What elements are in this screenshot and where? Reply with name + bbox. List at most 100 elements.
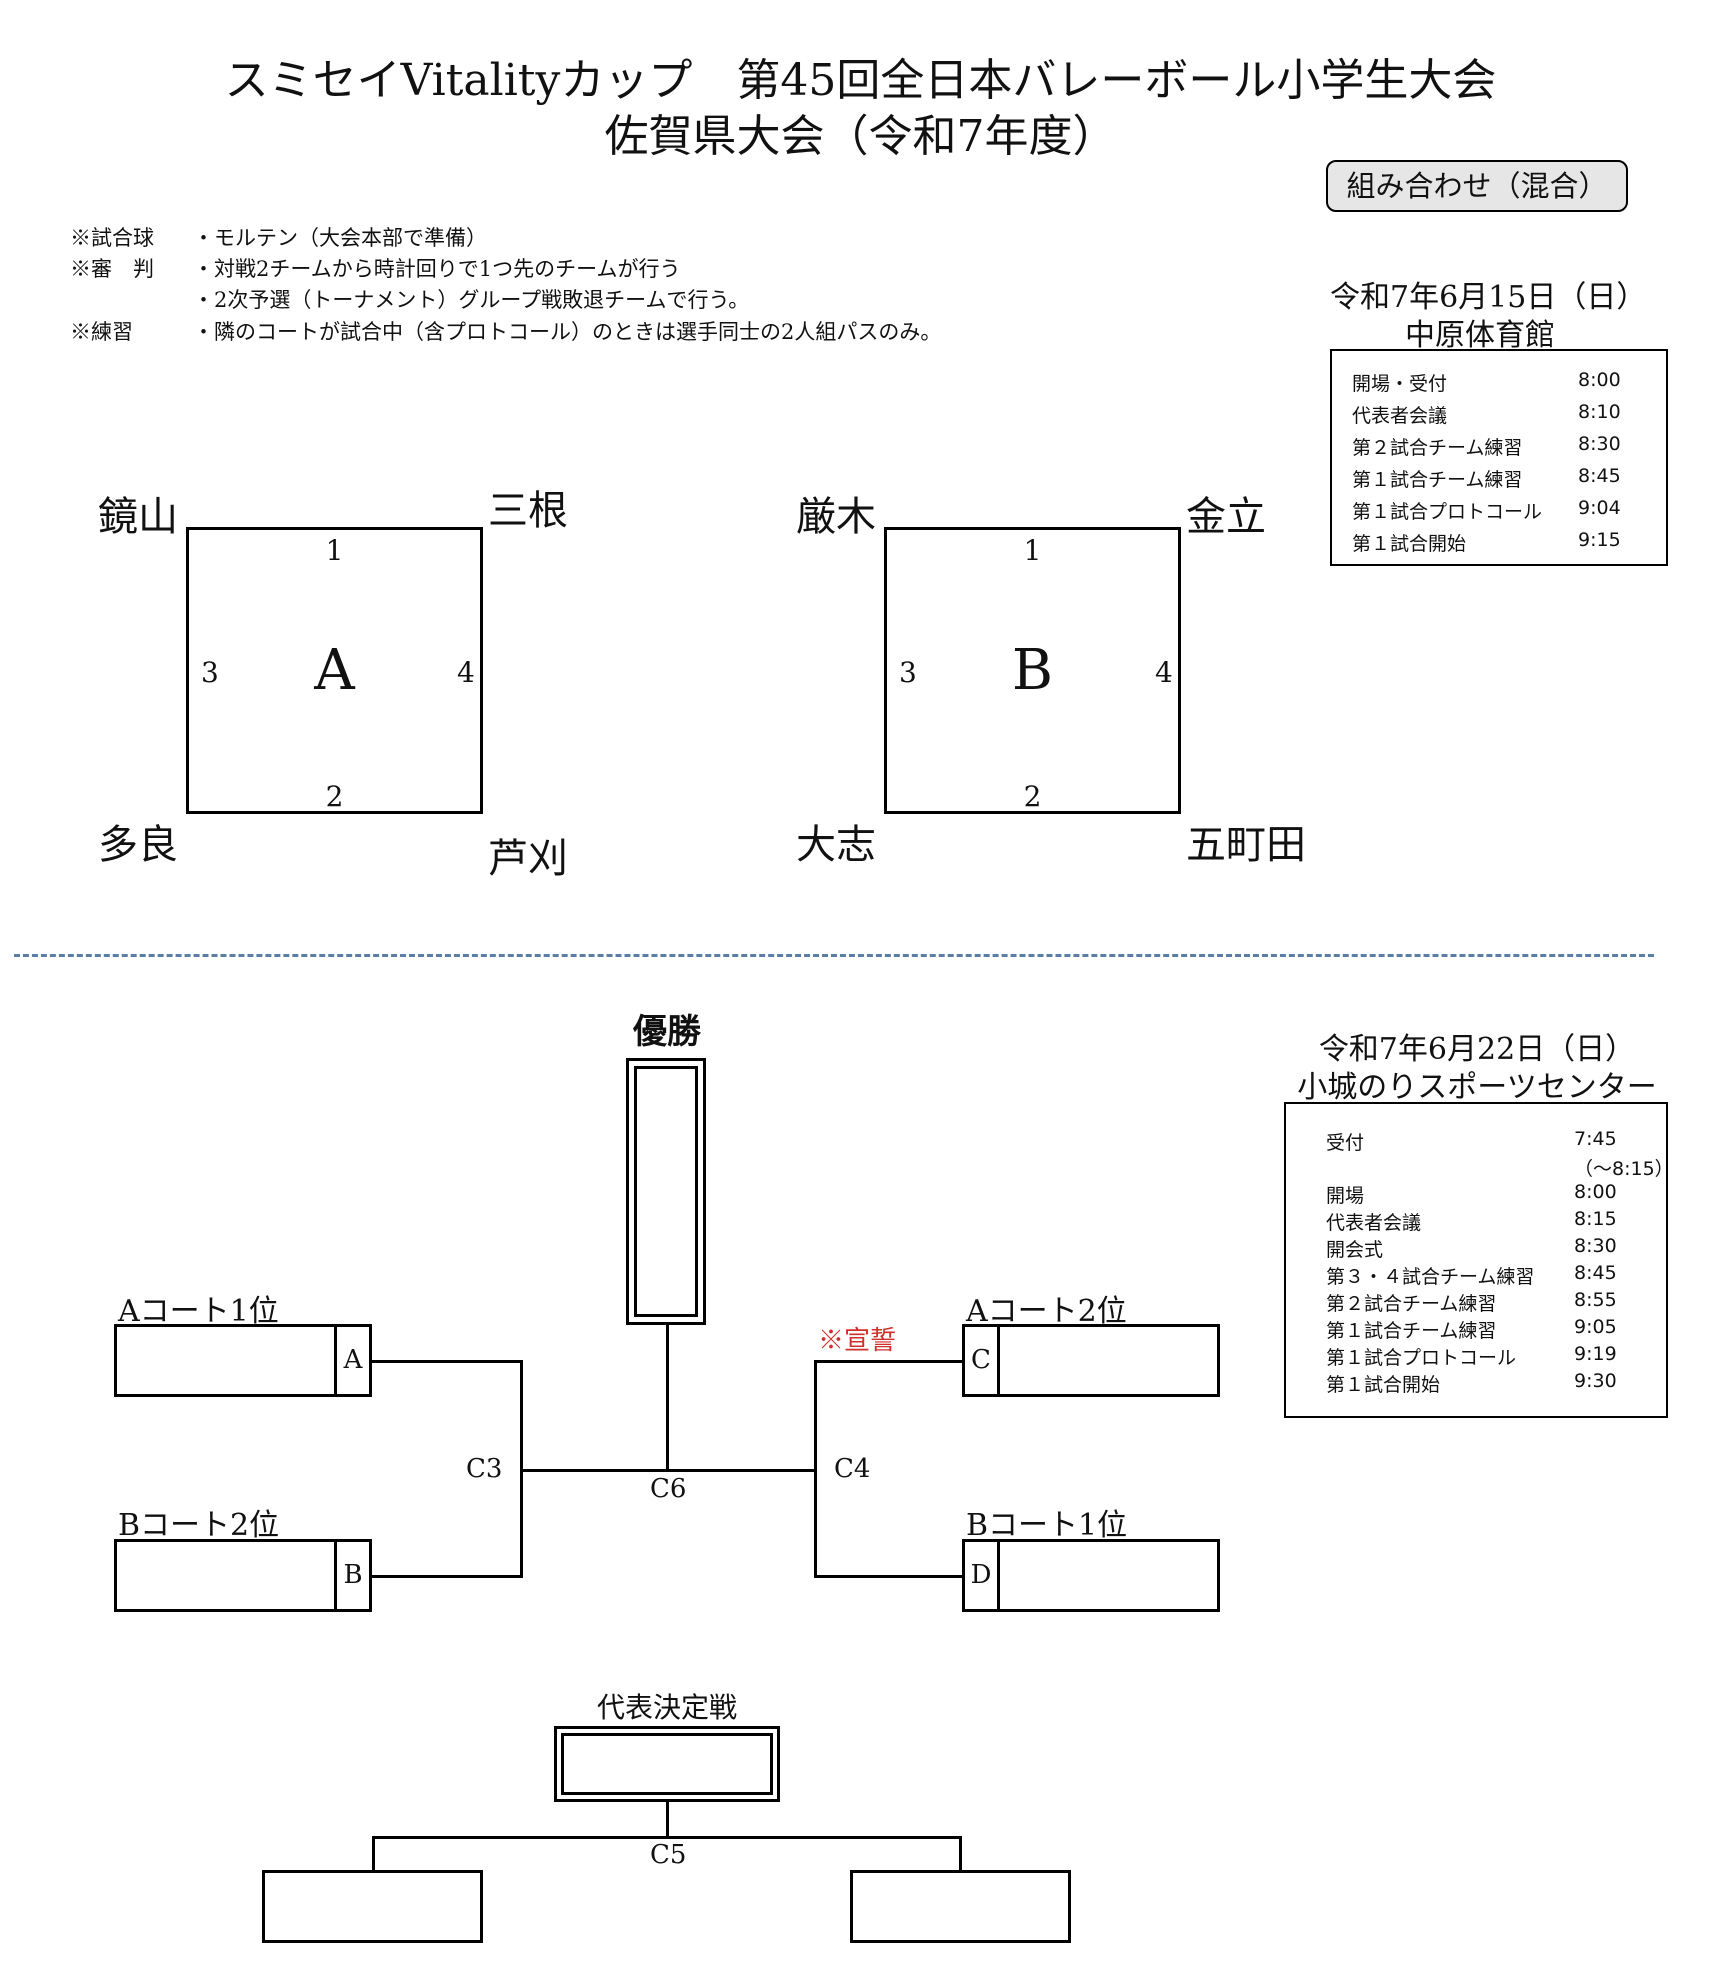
note-ref-text-2: ・2次予選（トーナメント）グループ戦敗退チームで行う。: [193, 288, 750, 312]
slot-d-label: Bコート1位: [966, 1508, 1128, 1543]
day1-row-time: 8:30: [1578, 433, 1621, 455]
groupA-num-2: 2: [325, 780, 344, 813]
day2-row-time: 8:30: [1574, 1235, 1617, 1257]
day2-row-label: 第１試合プロトコール: [1326, 1347, 1517, 1369]
groupB-num-1: 1: [1023, 534, 1042, 567]
day2-row-label: 第１試合チーム練習: [1326, 1320, 1497, 1342]
day2-row-label: 代表者会議: [1326, 1212, 1422, 1234]
bracket-line: [814, 1575, 962, 1578]
day2-row-label: 第１試合開始: [1326, 1374, 1441, 1396]
groupA-letter: A: [314, 638, 355, 703]
note-ref-label: ※審 判: [70, 257, 154, 281]
day2-row-label: 第３・４試合チーム練習: [1326, 1266, 1535, 1288]
rep-match-label: 代表決定戦: [596, 1691, 737, 1724]
note-ball-text: ・モルテン（大会本部で準備）: [193, 226, 487, 250]
day1-row-label: 第２試合チーム練習: [1352, 437, 1523, 459]
day2-row-label: 受付: [1326, 1132, 1365, 1154]
groupA-team-bottom-right: 芦刈: [488, 836, 568, 882]
groupB-num-4: 4: [1155, 656, 1173, 689]
section-divider: [14, 954, 1654, 957]
day2-date: 令和7年6月22日（日）: [1318, 1032, 1636, 1067]
day1-date: 令和7年6月15日（日）: [1330, 280, 1647, 315]
slot-b-letter: B: [334, 1542, 369, 1609]
day2-row-time: 7:45: [1574, 1128, 1617, 1150]
oath-note: ※宣誓: [818, 1326, 897, 1356]
slot-a-label: Aコート1位: [118, 1294, 279, 1329]
day1-row-time: 8:10: [1578, 401, 1621, 423]
groupB-team-top-left: 厳木: [796, 494, 876, 540]
rep-winner-box: [554, 1726, 780, 1802]
day2-venue: 小城のりスポーツセンター: [1297, 1070, 1657, 1105]
groupA-num-4: 4: [457, 656, 475, 689]
slot-b-box: B: [114, 1539, 372, 1612]
rep-slot-right: [850, 1870, 1071, 1943]
groupB-team-bottom-right: 五町田: [1186, 822, 1306, 868]
day1-row-label: 第１試合開始: [1352, 533, 1467, 555]
day2-row-time: 8:55: [1574, 1289, 1617, 1311]
day2-schedule-box: 受付 7:45 （〜8:15） 開場 8:00 代表者会議 8:15 開会式 8…: [1284, 1102, 1674, 1418]
day2-row-time: （〜8:15）: [1574, 1158, 1674, 1180]
slot-c-letter: C: [965, 1327, 1000, 1394]
bracket-line: [372, 1575, 523, 1578]
day2-row-time: 8:15: [1574, 1208, 1617, 1230]
groupA-court: 1 2 3 4 A: [186, 527, 483, 814]
slot-b-label: Bコート2位: [118, 1508, 280, 1543]
day2-row-label: 第２試合チーム練習: [1326, 1293, 1497, 1315]
note-ref-text-1: ・対戦2チームから時計回りで1つ先のチームが行う: [193, 257, 681, 281]
match-c5-label: C5: [650, 1840, 687, 1870]
groupA-team-top-left: 鏡山: [98, 494, 178, 540]
day2-row-time: 8:00: [1574, 1181, 1617, 1203]
slot-a-letter: A: [334, 1327, 369, 1394]
day1-row-label: 第１試合プロトコール: [1352, 501, 1543, 523]
groupA-num-3: 3: [201, 656, 219, 689]
day2-row-time: 9:19: [1574, 1343, 1617, 1365]
champion-box: [626, 1058, 706, 1325]
day2-row-label: 開会式: [1326, 1239, 1384, 1261]
rep-slot-left: [262, 1870, 483, 1943]
bracket-line: [666, 1325, 669, 1472]
groupA-team-bottom-left: 多良: [98, 822, 178, 868]
note-practice-label: ※練習: [70, 320, 133, 344]
champion-label: 優勝: [633, 1012, 701, 1052]
day1-row-time: 8:45: [1578, 465, 1621, 487]
match-c3-label: C3: [466, 1454, 503, 1484]
groupB-court: 1 2 3 4 B: [884, 527, 1181, 814]
day1-schedule-box: 開場・受付 8:00 代表者会議 8:10 第２試合チーム練習 8:30 第１試…: [1330, 349, 1668, 566]
rep-winner-box-inner: [561, 1733, 773, 1795]
groupB-letter: B: [1011, 638, 1054, 703]
day1-row-time: 9:04: [1578, 497, 1621, 519]
day1-row-label: 代表者会議: [1352, 405, 1448, 427]
bracket-line: [666, 1802, 669, 1839]
slot-d-letter: D: [965, 1542, 1000, 1609]
note-practice-text: ・隣のコートが試合中（含プロトコール）のときは選手同士の2人組パスのみ。: [193, 320, 942, 344]
slot-a-box: A: [114, 1324, 372, 1397]
match-c4-label: C4: [834, 1454, 871, 1484]
groupB-team-top-right: 金立: [1186, 494, 1266, 540]
day1-venue: 中原体育館: [1405, 318, 1555, 353]
groupB-num-2: 2: [1023, 780, 1042, 813]
day1-row-time: 9:15: [1578, 529, 1621, 551]
bracket-line: [372, 1836, 375, 1873]
day2-row-time: 8:45: [1574, 1262, 1617, 1284]
match-c6-label: C6: [650, 1474, 687, 1504]
day1-row-time: 8:00: [1578, 369, 1621, 391]
bracket-line: [372, 1360, 523, 1363]
title-line-1: スミセイVitalityカップ 第45回全日本バレーボール小学生大会: [224, 55, 1497, 106]
note-ball-label: ※試合球: [70, 226, 154, 250]
slot-c-box: C: [962, 1324, 1220, 1397]
champion-box-inner: [634, 1066, 698, 1317]
pairing-badge: 組み合わせ（混合）: [1326, 160, 1628, 212]
bracket-line: [814, 1360, 817, 1578]
day1-row-label: 第１試合チーム練習: [1352, 469, 1523, 491]
groupB-team-bottom-left: 大志: [796, 822, 876, 868]
bracket-line: [959, 1836, 962, 1873]
groupA-team-top-right: 三根: [488, 488, 568, 534]
day1-row-label: 開場・受付: [1352, 373, 1448, 395]
day2-row-label: 開場: [1326, 1185, 1365, 1207]
title-line-2: 佐賀県大会（令和7年度）: [604, 111, 1117, 162]
groupB-num-3: 3: [899, 656, 917, 689]
slot-c-label: Aコート2位: [966, 1294, 1127, 1329]
bracket-line: [814, 1360, 962, 1363]
day2-row-time: 9:30: [1574, 1370, 1617, 1392]
groupA-num-1: 1: [325, 534, 344, 567]
